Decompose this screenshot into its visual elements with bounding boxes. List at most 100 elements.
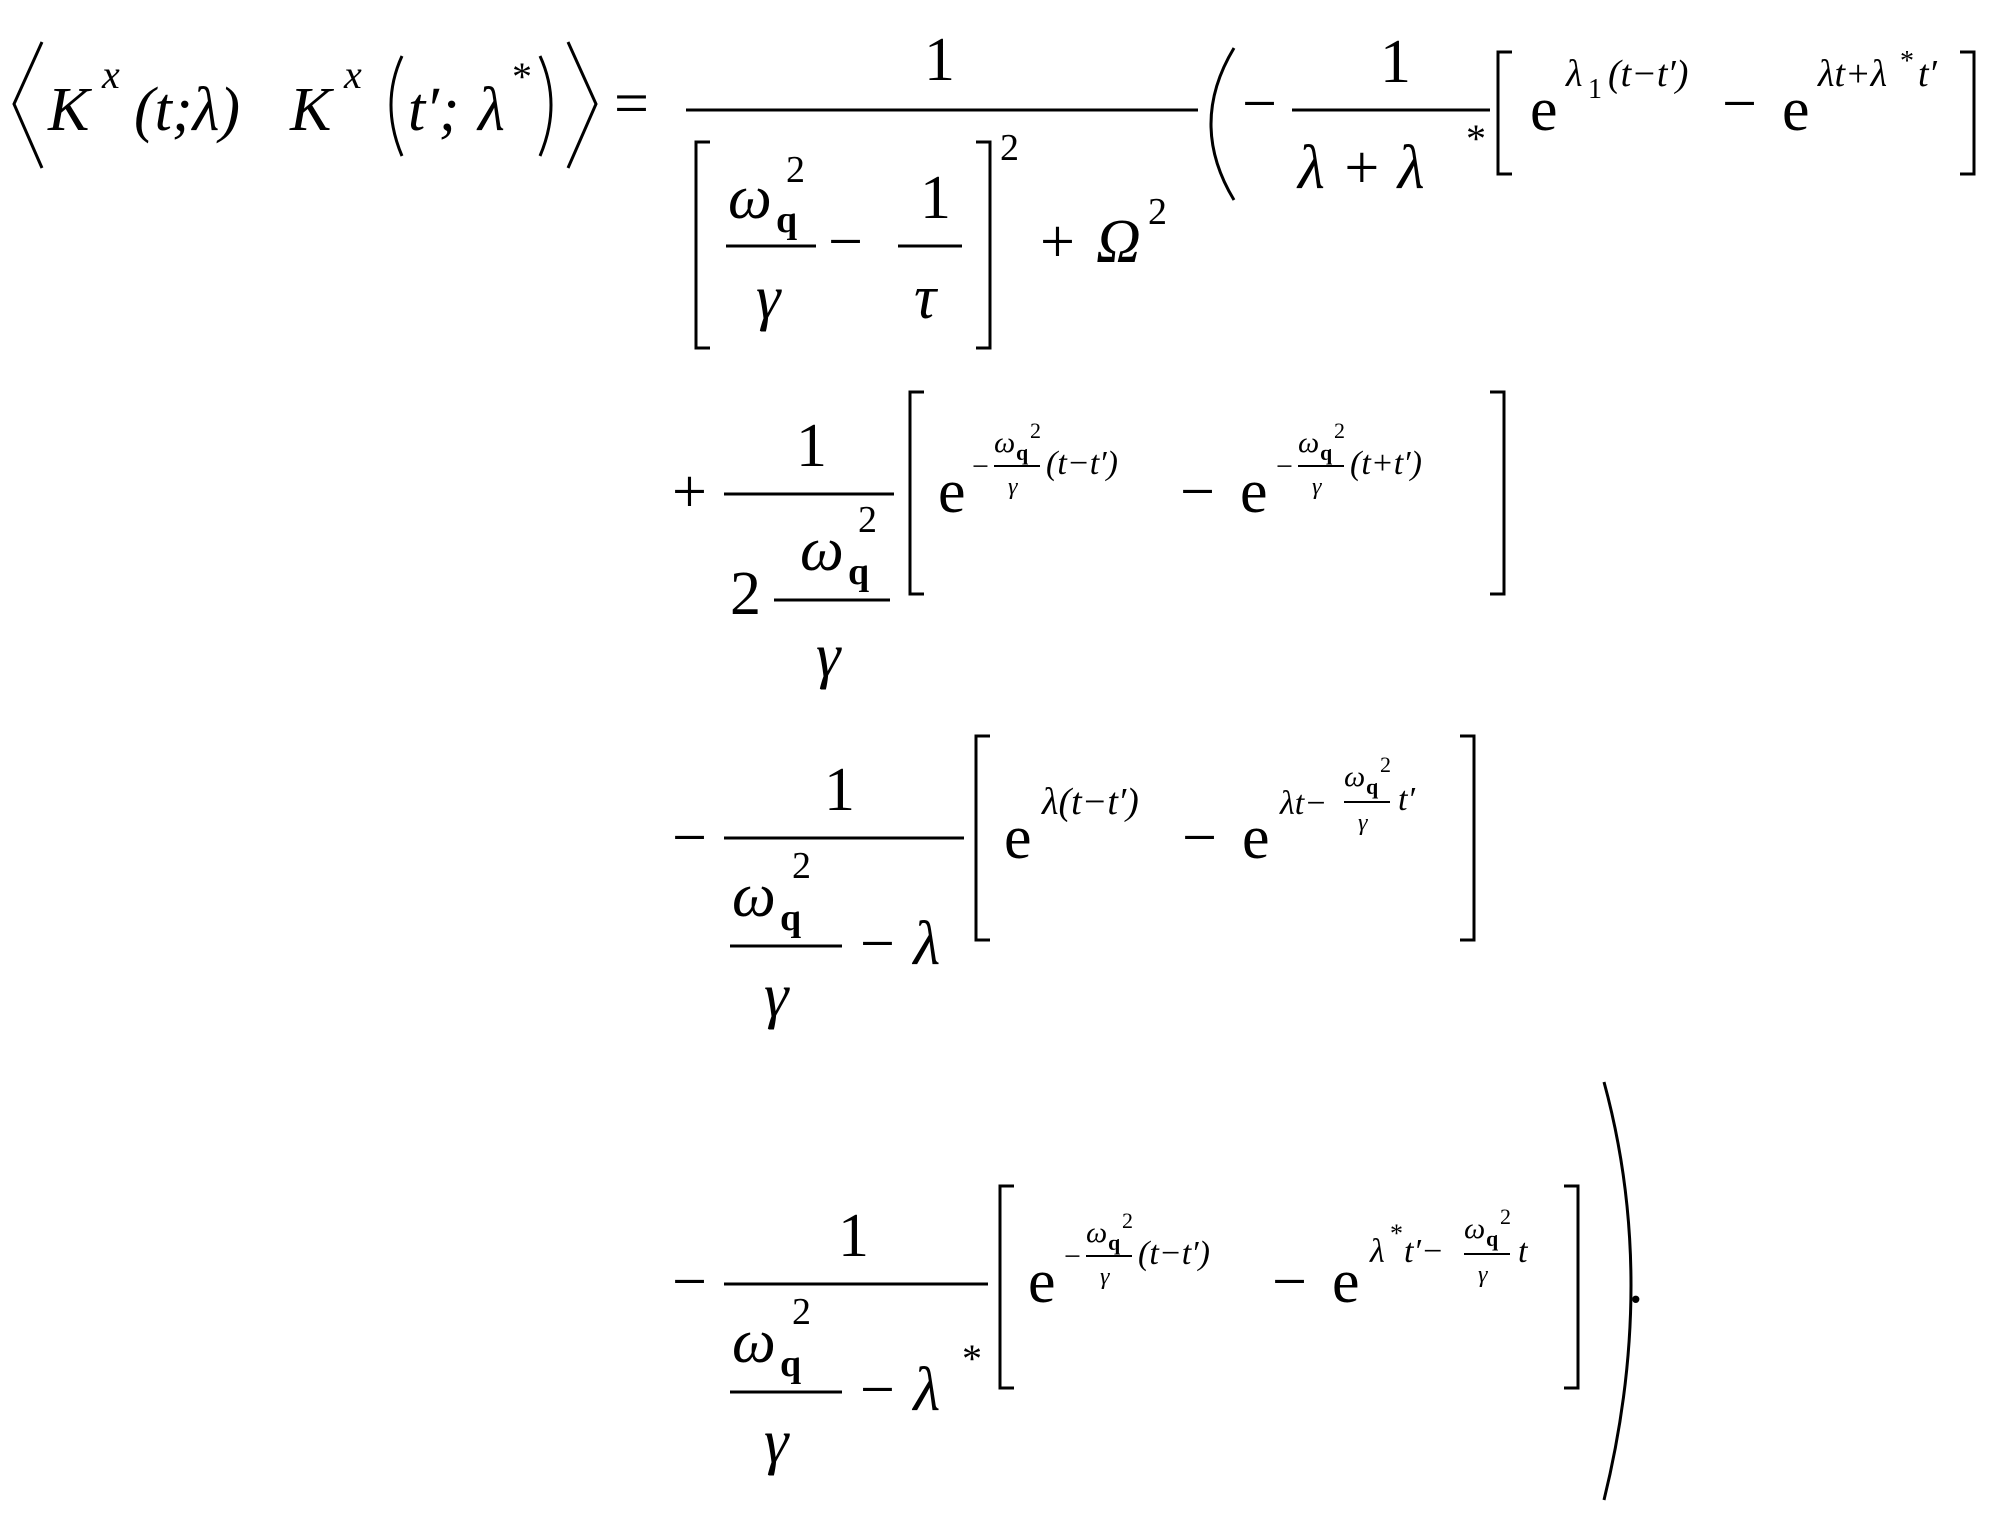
prefactor-left-bracket: [694, 140, 710, 350]
term4-e-a: e: [1028, 1248, 1056, 1316]
term2-exp-b-omega: ω: [1298, 426, 1319, 459]
lhs-inner-left-paren: [389, 55, 404, 157]
term3-minus-lambda: − λ: [856, 910, 940, 978]
term3-e-b: e: [1242, 804, 1270, 872]
prefactor-one: 1: [920, 164, 951, 232]
term3-minus: −: [1182, 804, 1217, 872]
term4-gamma: γ: [764, 1408, 790, 1476]
term4-numerator: 1: [838, 1202, 869, 1270]
lhs-k2: K: [289, 76, 335, 144]
term1-exp-a-sub: 1: [1588, 74, 1602, 105]
term1-exp-b-star: *: [1900, 46, 1914, 77]
lhs-arg2-lambda: λ: [476, 76, 505, 144]
term3-exp-b-gamma: γ: [1358, 810, 1368, 836]
term2-exp-b-omega-exp: 2: [1334, 418, 1345, 443]
left-angle-bracket: [12, 41, 44, 169]
lhs-arg2-star: *: [512, 54, 532, 99]
term4-exp-b-omega: ω: [1464, 1212, 1485, 1245]
term1-right-bracket: [1960, 50, 1976, 176]
lhs-x1: x: [101, 52, 120, 97]
term3-exp-b-omega: ω: [1344, 760, 1365, 793]
term3-omega-exp: 2: [792, 845, 811, 887]
lhs-inner-right-paren: [538, 55, 553, 157]
prefactor-Omega: Ω: [1096, 208, 1141, 276]
term4-exp-b-head: λ: [1369, 1233, 1385, 1270]
term4-omega: ω: [732, 1308, 776, 1376]
term4-period: .: [1628, 1248, 1644, 1316]
prefactor-tau: τ: [914, 264, 939, 332]
term3-numerator: 1: [824, 756, 855, 824]
prefactor-plus: +: [1040, 208, 1075, 276]
term3-e-a: e: [1004, 804, 1032, 872]
term2-exp-b-gamma: γ: [1312, 474, 1322, 500]
lhs: K x (t;λ) K x t′; λ * =: [12, 41, 649, 169]
term1-denominator: λ + λ: [1296, 134, 1425, 202]
term3-omega: ω: [732, 862, 776, 930]
term4-exp-b-mid: t′−: [1404, 1233, 1444, 1270]
term4-exp-a-gamma: γ: [1100, 1264, 1110, 1290]
prefactor-gamma: γ: [756, 264, 782, 332]
term4-exp-a-minus: −: [1064, 1240, 1081, 1273]
term2-numerator: 1: [796, 412, 827, 480]
term4-minus: −: [1272, 1248, 1307, 1316]
term4-q: q: [780, 1343, 801, 1385]
term4-left-bracket: [998, 1184, 1014, 1390]
right-angle-bracket: [566, 41, 598, 169]
term1: − 1 λ + λ * e λ 1 (t−t′) − e λt+λ * t′: [1242, 28, 1976, 202]
term2: + 1 2 ω q 2 γ e − ω q 2 γ (t−t′) − e − ω…: [672, 390, 1506, 690]
term2-exp-a-gamma: γ: [1008, 474, 1018, 500]
term2-two: 2: [730, 560, 761, 628]
term3-exp-b-tail: t′: [1398, 781, 1415, 818]
term2-right-bracket: [1490, 390, 1506, 596]
prefactor-minus: −: [828, 208, 863, 276]
term3-exp-b-head: λt−: [1279, 785, 1327, 822]
term2-omega-exp: 2: [858, 499, 877, 541]
term4-exp-b-tail: t: [1518, 1233, 1529, 1270]
prefactor-Omega-exp: 2: [1148, 191, 1167, 233]
term3-exp-a: λ(t−t′): [1041, 781, 1139, 823]
term4-omega-exp: 2: [792, 1291, 811, 1333]
term2-sign: +: [672, 458, 707, 526]
term4-exp-b-star: *: [1390, 1219, 1403, 1248]
term2-exp-a-q: q: [1016, 440, 1029, 465]
outer-left-paren: [1209, 47, 1236, 201]
lhs-k1: K: [47, 76, 93, 144]
term4-e-b: e: [1332, 1248, 1360, 1316]
term4-sign: −: [672, 1248, 707, 1316]
prefactor: 1 ω q 2 γ − 1 τ 2 + Ω 2: [686, 26, 1198, 350]
term2-left-bracket: [908, 390, 924, 596]
term1-e-a: e: [1530, 76, 1558, 144]
prefactor-omega-exp: 2: [786, 149, 805, 191]
term2-exp-a-tail: (t−t′): [1046, 445, 1118, 482]
term4: − 1 ω q 2 γ − λ * e − ω q 2 γ (t−t′) − e…: [672, 1184, 1644, 1476]
term4-exp-a-omega: ω: [1086, 1216, 1107, 1249]
lhs-arg2-t: t′;: [408, 76, 459, 144]
term4-exp-b-gamma: γ: [1478, 1262, 1488, 1288]
term2-gamma: γ: [816, 622, 842, 690]
term3-exp-b-q: q: [1366, 774, 1379, 799]
prefactor-right-bracket: [976, 140, 992, 350]
term1-e-b: e: [1782, 76, 1810, 144]
term3-q: q: [780, 897, 801, 939]
term1-exp-a-rest: (t−t′): [1608, 53, 1688, 95]
term2-exp-a-omega-exp: 2: [1030, 418, 1041, 443]
term4-minus-lambda: − λ: [856, 1356, 940, 1424]
term1-exp-b-1: λt+λ: [1817, 53, 1887, 95]
term2-exp-a-minus: −: [972, 450, 989, 483]
term3-sign: −: [672, 804, 707, 872]
term4-right-bracket: [1564, 1184, 1580, 1390]
term3-right-bracket: [1460, 734, 1476, 942]
term1-den-star: *: [1466, 116, 1486, 161]
term1-minus: −: [1722, 70, 1757, 138]
term2-q: q: [848, 551, 869, 593]
term2-omega: ω: [800, 516, 844, 584]
term3-exp-b-omega-exp: 2: [1380, 752, 1391, 777]
term2-e-b: e: [1240, 458, 1268, 526]
term4-exp-b-omega-exp: 2: [1500, 1204, 1511, 1229]
term1-exp-b-2: t′: [1918, 53, 1938, 95]
lhs-x2: x: [343, 52, 362, 97]
term4-exp-a-omega-exp: 2: [1122, 1208, 1133, 1233]
prefactor-omega: ω: [728, 164, 772, 232]
term2-exp-a-omega: ω: [994, 426, 1015, 459]
term4-exp-a-q: q: [1108, 1230, 1121, 1255]
